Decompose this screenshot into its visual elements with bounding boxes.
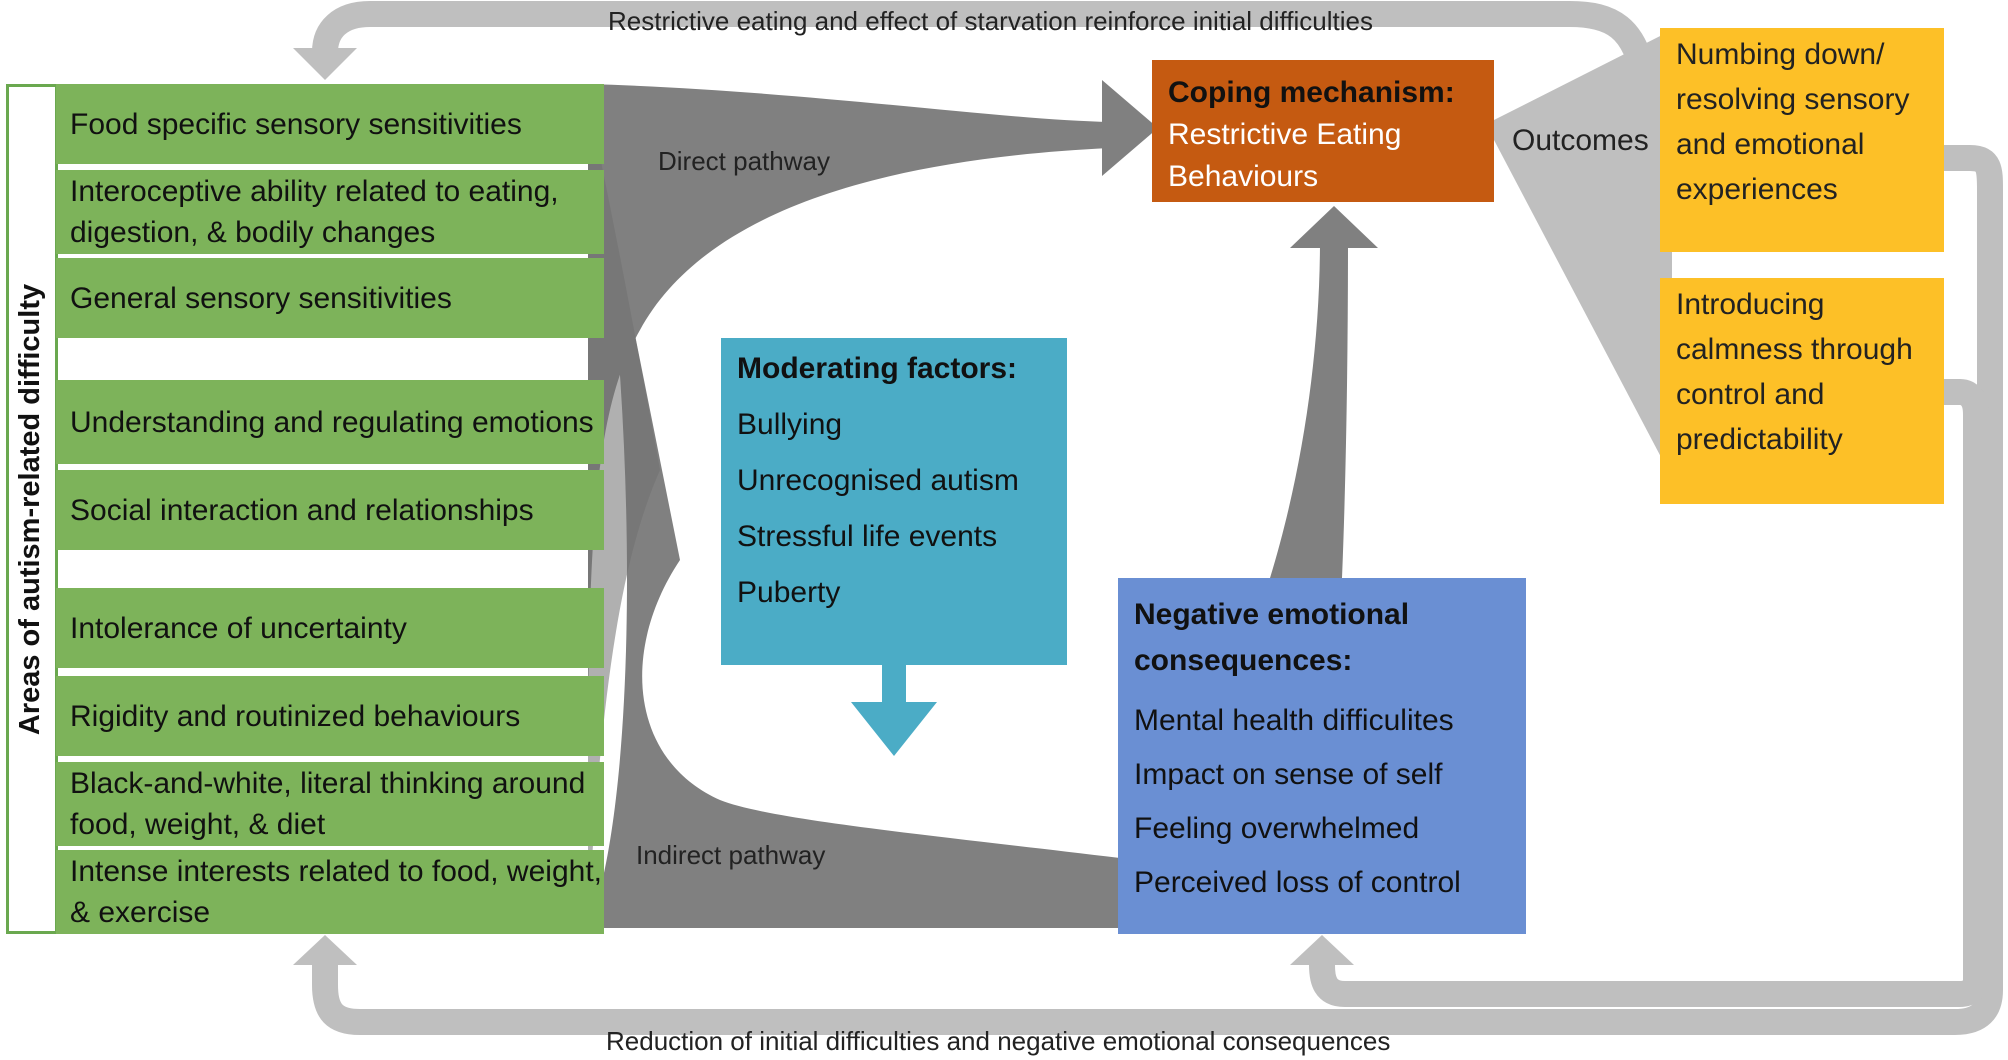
moderating-title: Moderating factors:: [737, 352, 1018, 385]
area-label: Interoceptive ability related to eating,…: [70, 175, 559, 249]
negative-item: Mental health difficulites: [1134, 704, 1454, 737]
area-label: Food specific sensory sensitivities: [70, 107, 522, 141]
area-row: Rigidity and routinized behaviours: [56, 676, 604, 756]
areas-frame: [6, 84, 58, 934]
outcome-text: Introducing calmness through control and…: [1676, 288, 1913, 456]
outcome-box: Introducing calmness through control and…: [1660, 278, 1944, 504]
moderating-item: Bullying: [737, 408, 843, 441]
coping-body: Restrictive Eating Behaviours: [1168, 118, 1402, 193]
area-row: Interoceptive ability related to eating,…: [56, 170, 604, 254]
area-row: Food specific sensory sensitivities: [56, 84, 604, 164]
negative-item: Perceived loss of control: [1134, 866, 1461, 899]
outcome-box: Numbing down/ resolving sensory and emot…: [1660, 28, 1944, 252]
area-row: Intolerance of uncertainty: [56, 588, 604, 668]
areas-side-label-wrap: Areas of autism-related difficulty: [8, 86, 54, 932]
direct-pathway-arrowhead: [1102, 80, 1158, 176]
coping-title: Coping mechanism:: [1168, 76, 1455, 109]
coping-mechanism-box: Coping mechanism: Restrictive Eating Beh…: [1152, 60, 1494, 202]
moderating-arrow: [851, 665, 937, 756]
negative-item: Feeling overwhelmed: [1134, 812, 1420, 845]
negative-consequences-box: Negative emotional consequences: Mental …: [1118, 578, 1526, 934]
indirect-pathway-band: [588, 100, 1120, 928]
area-label: General sensory sensitivities: [70, 281, 452, 315]
area-label: Understanding and regulating emotions: [70, 405, 594, 439]
moderating-item: Stressful life events: [737, 520, 998, 553]
area-label: Rigidity and routinized behaviours: [70, 699, 521, 733]
bottom-feedback-arrowhead-left: [293, 935, 357, 965]
outcomes-label: Outcomes: [1512, 124, 1649, 157]
negative-title: Negative emotional consequences:: [1134, 598, 1410, 677]
top-feedback-arrowhead: [293, 48, 357, 80]
area-label: Black-and-white, literal thinking around…: [70, 767, 586, 841]
bottom-feedback-arrowhead-right: [1290, 935, 1354, 965]
moderating-factors-box: Moderating factors: Bullying Unrecognise…: [721, 338, 1067, 665]
negative-to-coping-arrow-shaft: [1270, 240, 1348, 578]
outcome-text: Numbing down/ resolving sensory and emot…: [1676, 38, 1910, 206]
areas-side-label: Areas of autism-related difficulty: [14, 283, 47, 735]
top-feedback-label: Restrictive eating and effect of starvat…: [608, 6, 1373, 36]
outcomes-funnel: [1494, 30, 1672, 478]
area-row: Black-and-white, literal thinking around…: [56, 762, 604, 846]
bottom-feedback-arrow-shaft: [312, 145, 2003, 1035]
area-row: Understanding and regulating emotions: [56, 380, 604, 464]
area-row: Social interaction and relationships: [56, 470, 604, 550]
bottom-feedback-label: Reduction of initial difficulties and ne…: [606, 1026, 1391, 1056]
negative-to-coping-arrowhead: [1290, 206, 1378, 248]
moderating-item: Unrecognised autism: [737, 464, 1019, 497]
area-row: Intense interests related to food, weigh…: [56, 850, 604, 934]
area-row: General sensory sensitivities: [56, 258, 604, 338]
moderating-item: Puberty: [737, 576, 841, 609]
area-label: Intolerance of uncertainty: [70, 611, 407, 645]
bottom-feedback-branch-shaft: [1309, 379, 1989, 1007]
negative-item: Impact on sense of self: [1134, 758, 1443, 791]
indirect-pathway-label: Indirect pathway: [636, 840, 826, 870]
indirect-pathway-band-upper: [588, 100, 660, 928]
area-label: Social interaction and relationships: [70, 493, 534, 527]
direct-pathway-band: [588, 84, 1110, 720]
direct-pathway-label: Direct pathway: [658, 146, 830, 176]
top-feedback-arrow-shaft: [312, 0, 1657, 81]
area-label: Intense interests related to food, weigh…: [70, 855, 602, 929]
